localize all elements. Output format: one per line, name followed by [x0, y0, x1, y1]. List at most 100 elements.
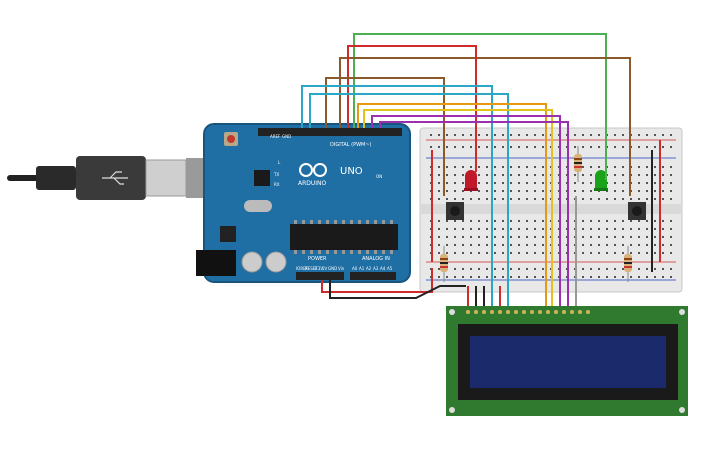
breadboard-hole: [662, 228, 664, 230]
lcd-pin[interactable]: [562, 310, 566, 314]
breadboard-hole: [478, 252, 480, 254]
breadboard-hole: [518, 236, 520, 238]
breadboard-hole: [662, 134, 664, 136]
breadboard-hole: [654, 182, 656, 184]
breadboard-hole: [630, 276, 632, 278]
breadboard-hole: [462, 244, 464, 246]
breadboard-hole: [510, 182, 512, 184]
breadboard-hole: [470, 198, 472, 200]
wire-green[interactable]: [353, 33, 607, 180]
lcd-pin[interactable]: [530, 310, 534, 314]
pin-label-5v: 5V: [322, 266, 328, 271]
breadboard-hole: [590, 276, 592, 278]
breadboard-hole: [574, 134, 576, 136]
breadboard-hole: [478, 276, 480, 278]
breadboard-hole: [622, 146, 624, 148]
breadboard-hole: [630, 244, 632, 246]
lcd-pin[interactable]: [482, 310, 486, 314]
breadboard-hole: [494, 252, 496, 254]
breadboard-hole: [502, 134, 504, 136]
wire-red-power[interactable]: [321, 268, 433, 293]
breadboard-hole: [670, 252, 672, 254]
breadboard-hole: [598, 220, 600, 222]
wire-yellow[interactable]: [363, 109, 553, 310]
breadboard-hole: [534, 166, 536, 168]
breadboard-hole: [494, 198, 496, 200]
breadboard-hole: [638, 276, 640, 278]
breadboard-hole: [654, 276, 656, 278]
breadboard-hole: [518, 252, 520, 254]
breadboard-hole: [486, 228, 488, 230]
breadboard-hole: [662, 276, 664, 278]
breadboard-hole: [670, 236, 672, 238]
resistor[interactable]: [624, 246, 632, 282]
lcd-display[interactable]: [446, 306, 688, 416]
breadboard-hole: [446, 134, 448, 136]
breadboard-hole: [654, 198, 656, 200]
lcd-pin[interactable]: [466, 310, 470, 314]
wire-cyan-2[interactable]: [309, 93, 509, 310]
analog-header: [350, 272, 396, 280]
breadboard-hole: [526, 182, 528, 184]
lcd-pin[interactable]: [554, 310, 558, 314]
lcd-pin[interactable]: [490, 310, 494, 314]
breadboard-hole: [542, 244, 544, 246]
wire-brown-2[interactable]: [325, 77, 445, 196]
lcd-pin[interactable]: [570, 310, 574, 314]
wire-orange[interactable]: [357, 103, 547, 310]
wire-black-gnd[interactable]: [329, 280, 466, 299]
breadboard-hole: [454, 252, 456, 254]
breadboard-hole: [622, 220, 624, 222]
digital-label: DIGITAL (PWM~): [330, 142, 372, 148]
resistor[interactable]: [440, 246, 448, 282]
usb-icon: [102, 171, 128, 185]
lcd-pin[interactable]: [514, 310, 518, 314]
breadboard-hole: [670, 166, 672, 168]
lcd-pin[interactable]: [506, 310, 510, 314]
breadboard-hole: [486, 166, 488, 168]
power-label: POWER: [308, 256, 327, 262]
breadboard-hole: [590, 166, 592, 168]
lcd-pin[interactable]: [586, 310, 590, 314]
breadboard-hole: [590, 174, 592, 176]
breadboard-hole: [630, 252, 632, 254]
breadboard-hole: [502, 198, 504, 200]
pushbutton[interactable]: [628, 202, 646, 220]
breadboard-hole: [502, 182, 504, 184]
wire-cyan-1[interactable]: [301, 85, 493, 310]
pushbutton[interactable]: [446, 202, 464, 220]
usb-cable[interactable]: [7, 156, 212, 200]
lcd-pin[interactable]: [538, 310, 542, 314]
green-led[interactable]: [594, 170, 608, 191]
breadboard-hole: [510, 146, 512, 148]
breadboard-hole: [646, 146, 648, 148]
lcd-pin[interactable]: [474, 310, 478, 314]
breadboard-hole: [542, 182, 544, 184]
breadboard-hole: [438, 190, 440, 192]
arduino-board[interactable]: ARDUINO UNO DIGITAL (PWM~) POWER ANALOG …: [196, 123, 411, 283]
wire-purple-1[interactable]: [371, 115, 561, 310]
l-label: L: [278, 160, 281, 165]
breadboard-hole: [462, 228, 464, 230]
breadboard-hole: [494, 236, 496, 238]
lcd-pin[interactable]: [498, 310, 502, 314]
breadboard-hole: [470, 134, 472, 136]
lcd-pin[interactable]: [578, 310, 582, 314]
lcd-pin[interactable]: [522, 310, 526, 314]
breadboard-hole: [510, 252, 512, 254]
breadboard-hole: [478, 268, 480, 270]
breadboard-hole: [598, 244, 600, 246]
breadboard-hole: [614, 182, 616, 184]
breadboard-hole: [598, 236, 600, 238]
wire-purple-2[interactable]: [379, 121, 569, 310]
breadboard-hole: [454, 244, 456, 246]
lcd-pin[interactable]: [546, 310, 550, 314]
breadboard-hole: [470, 166, 472, 168]
breadboard-hole: [590, 182, 592, 184]
resistor[interactable]: [574, 146, 582, 182]
breadboard-hole: [494, 174, 496, 176]
power-header: [296, 272, 344, 280]
analog-label: ANALOG IN: [362, 256, 390, 262]
red-led[interactable]: [464, 170, 478, 191]
breadboard-hole: [494, 228, 496, 230]
